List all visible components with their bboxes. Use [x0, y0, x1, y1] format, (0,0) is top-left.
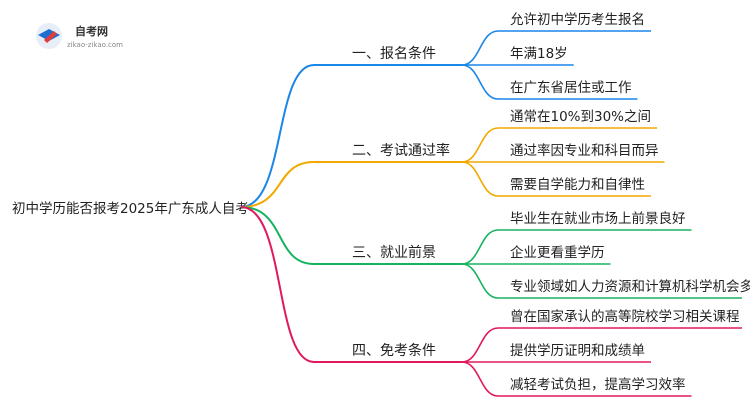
leaf-label-1-3: 在广东省居住或工作 — [510, 80, 632, 96]
branch-label-3: 三、就业前景 — [352, 244, 436, 261]
root-topic: 初中学历能否报考2025年广东成人自考 — [12, 200, 249, 217]
branch-label-1: 一、报名条件 — [352, 45, 436, 62]
leaf-label-1-1: 允许初中学历考生报名 — [510, 11, 645, 28]
leaf-connector-2-1 — [461, 127, 499, 163]
leaf-label-2-2: 通过率因专业和科目而异 — [510, 142, 659, 159]
leaf-label-1-2: 年满18岁 — [510, 46, 568, 62]
leaf-label-4-3: 减轻考试负担，提高学习效率 — [510, 376, 686, 393]
leaf-connector-3-3 — [461, 263, 499, 299]
leaf-label-3-3: 专业领域如人力资源和计算机科学机会多 — [510, 278, 750, 295]
branch-connector-2 — [240, 161, 315, 208]
leaf-connector-1-3 — [461, 64, 499, 100]
logo-name: 自考网 — [75, 24, 108, 38]
logo-url: zikao-zikao.com — [67, 41, 123, 49]
branch-connector-1 — [240, 64, 315, 208]
leaf-label-2-1: 通常在10%到30%之间 — [510, 109, 651, 125]
logo-pen-icon — [44, 31, 57, 43]
leaf-label-2-3: 需要自学能力和自律性 — [510, 177, 645, 193]
branch-connector-3 — [240, 206, 315, 265]
branch-label-2: 二、考试通过率 — [352, 142, 450, 159]
leaf-connector-3-1 — [461, 229, 499, 265]
branch-connector-4 — [240, 206, 315, 363]
leaf-label-3-1: 毕业生在就业市场上前景良好 — [510, 210, 686, 227]
leaf-connector-1-1 — [461, 30, 499, 66]
leaf-label-4-2: 提供学历证明和成绩单 — [510, 343, 645, 359]
leaf-label-4-1: 曾在国家承认的高等院校学习相关课程 — [510, 308, 740, 325]
leaf-connector-2-3 — [461, 161, 499, 197]
site-logo[interactable]: 自考网 zikao-zikao.com — [36, 23, 123, 49]
leaf-connector-4-1 — [461, 327, 499, 363]
leaf-label-3-2: 企业更看重学历 — [510, 244, 605, 261]
branch-label-4: 四、免考条件 — [352, 342, 436, 359]
leaf-connector-4-3 — [461, 361, 499, 397]
